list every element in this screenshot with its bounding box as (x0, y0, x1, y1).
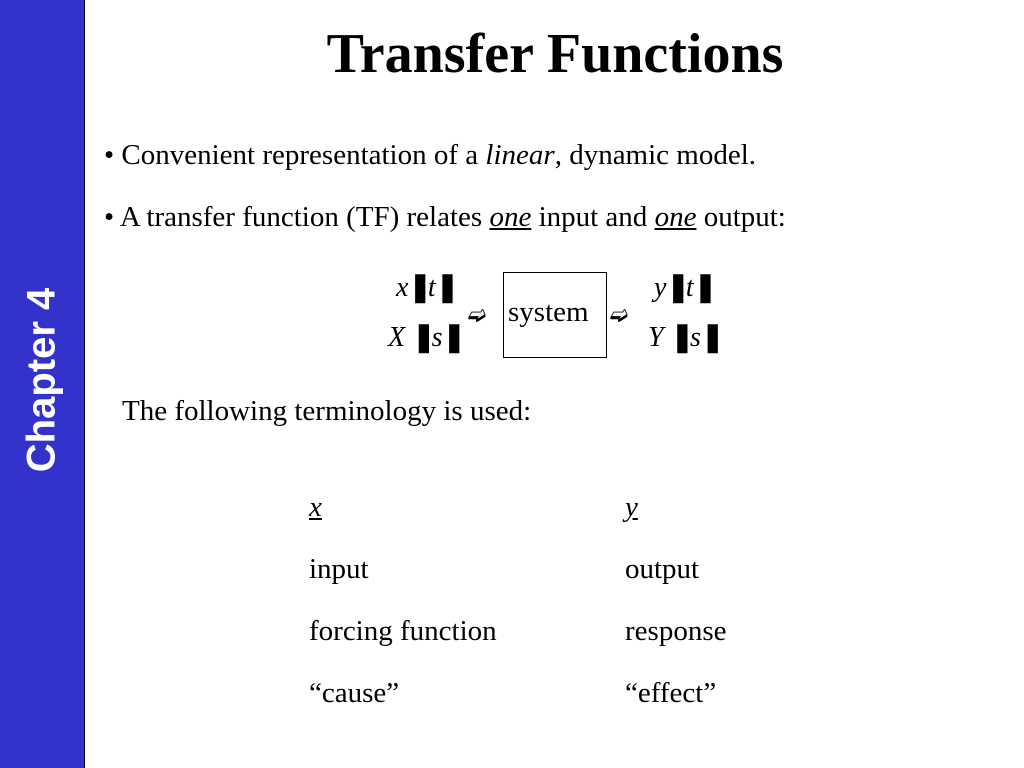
system-label: system (508, 296, 589, 328)
output-time-signal: y❚t❚ (654, 272, 717, 303)
underlined-one-input: one (489, 201, 532, 233)
bullet-linear-model: • Convenient representation of a linear,… (104, 138, 756, 172)
bullet-marker: • (104, 201, 115, 233)
bullet-text-pre: A transfer function (TF) relates (119, 201, 490, 233)
bullet-emphasis: linear (485, 139, 555, 171)
terminology-y-column: y output response “effect” (625, 490, 726, 738)
x-column-heading: x (309, 491, 322, 523)
bullet-text-post: output: (696, 201, 786, 233)
underlined-one-output: one (654, 201, 697, 233)
bullet-marker: • (104, 139, 115, 171)
x-term-cause: “cause” (309, 677, 400, 709)
output-laplace-signal: Y ❚s❚ (648, 322, 725, 353)
y-column-heading: y (625, 491, 638, 523)
bullet-text-post: , dynamic model. (554, 139, 757, 171)
y-term-response: response (625, 615, 727, 647)
terminology-x-column: x input forcing function “cause” (309, 490, 497, 738)
y-term-output: output (625, 553, 700, 585)
y-term-effect: “effect” (625, 677, 717, 709)
slide-title: Transfer Functions (326, 23, 784, 85)
input-time-signal: x❚t❚ (396, 272, 459, 303)
chapter-sidebar: Chapter 4 (0, 0, 85, 768)
chapter-label: Chapter 4 (19, 287, 64, 473)
bullet-text-mid: input and (531, 201, 655, 233)
system-block-diagram: x❚t❚ X ❚s❚ ➫ system ➫ y❚t❚ Y ❚s❚ (380, 266, 740, 366)
terminology-intro: The following terminology is used: (122, 395, 532, 427)
bullet-transfer-function: • A transfer function (TF) relates one i… (104, 200, 786, 234)
system-box (503, 272, 607, 358)
input-laplace-signal: X ❚s❚ (388, 322, 466, 353)
arrow-icon: ➫ (610, 302, 629, 327)
x-term-input: input (309, 553, 369, 585)
bullet-text-pre: Convenient representation of a (121, 139, 486, 171)
x-term-forcing-function: forcing function (309, 615, 497, 647)
arrow-icon: ➫ (468, 302, 487, 327)
